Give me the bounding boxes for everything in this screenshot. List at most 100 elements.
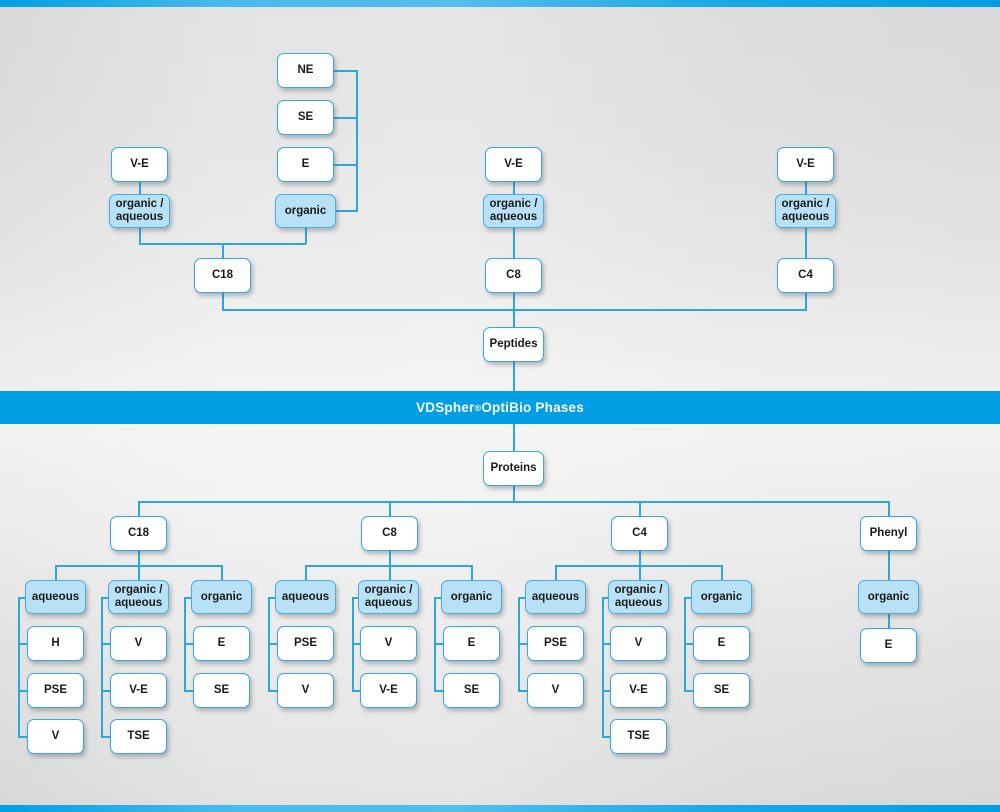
connector [352, 690, 364, 692]
connector [434, 597, 446, 599]
node-c4-peptides[interactable]: C4 [777, 258, 834, 293]
node-c8-aqueous[interactable]: aqueous [275, 580, 336, 614]
node-se[interactable]: SE [277, 100, 334, 135]
connector [18, 690, 30, 692]
bottom-accent-bar [0, 805, 1000, 812]
node-organic-aqueous-c4[interactable]: organic / aqueous [775, 194, 836, 228]
node-ve-c18[interactable]: V-E [111, 147, 168, 182]
node-c4-organic-aqueous-item[interactable]: TSE [610, 719, 667, 754]
connector [268, 690, 280, 692]
node-c8-organic-aqueous-item[interactable]: V-E [360, 673, 417, 708]
connector [389, 501, 391, 518]
connector [518, 597, 530, 599]
node-proteins-root[interactable]: Proteins [483, 451, 544, 486]
node-c18-organic-aqueous-item[interactable]: V-E [110, 673, 167, 708]
node-e[interactable]: E [277, 147, 334, 182]
node-peptides-root[interactable]: Peptides [483, 327, 544, 362]
node-c8-organic[interactable]: organic [441, 580, 502, 614]
node-c18-aqueous-item[interactable]: PSE [27, 673, 84, 708]
node-c18-aqueous-item[interactable]: V [27, 719, 84, 754]
connector [518, 643, 530, 645]
connector [805, 181, 807, 196]
connector [101, 597, 113, 599]
connector [684, 643, 696, 645]
connector [639, 550, 641, 566]
node-c18-organic-aqueous[interactable]: organic / aqueous [108, 580, 169, 614]
connector [518, 690, 530, 692]
node-c4-organic-aqueous[interactable]: organic / aqueous [608, 580, 669, 614]
connector [18, 736, 30, 738]
connector [138, 501, 889, 503]
node-c4-organic-item[interactable]: SE [693, 673, 750, 708]
node-c4-aqueous-item[interactable]: PSE [527, 626, 584, 661]
node-c18-organic-item[interactable]: SE [193, 673, 250, 708]
connector [352, 643, 364, 645]
connector [268, 643, 280, 645]
connector [101, 597, 103, 736]
connector [602, 736, 614, 738]
node-ve-c8[interactable]: V-E [485, 147, 542, 182]
node-c18-organic[interactable]: organic [191, 580, 252, 614]
connector [389, 550, 391, 566]
connector [138, 550, 140, 566]
connector [684, 597, 696, 599]
connector [602, 643, 614, 645]
connector [513, 361, 515, 392]
connector [305, 228, 307, 244]
connector [334, 70, 358, 72]
node-c18-aqueous[interactable]: aqueous [25, 580, 86, 614]
connector [334, 164, 358, 166]
connector [721, 565, 723, 581]
connector [602, 597, 604, 736]
connector [55, 565, 57, 581]
node-phenyl-proteins[interactable]: Phenyl [860, 516, 917, 551]
connector [888, 614, 890, 629]
connector [139, 181, 141, 196]
node-organic-c18[interactable]: organic [275, 194, 336, 228]
node-c8-peptides[interactable]: C8 [485, 258, 542, 293]
connector [268, 597, 280, 599]
connector [555, 565, 722, 567]
node-c18-organic-item[interactable]: E [193, 626, 250, 661]
connector [222, 243, 224, 259]
node-phenyl-organic-item[interactable]: E [860, 628, 917, 663]
node-c8-aqueous-item[interactable]: PSE [277, 626, 334, 661]
node-c18-proteins[interactable]: C18 [110, 516, 167, 551]
connector [222, 292, 224, 310]
banner-title-main: VDSpher [416, 400, 475, 415]
node-c8-organic-item[interactable]: E [443, 626, 500, 661]
node-organic-aqueous-c18[interactable]: organic / aqueous [109, 194, 170, 228]
connector [434, 643, 446, 645]
node-c4-aqueous[interactable]: aqueous [525, 580, 586, 614]
connector [513, 485, 515, 502]
node-organic-aqueous-c8[interactable]: organic / aqueous [483, 194, 544, 228]
node-c18-peptides[interactable]: C18 [194, 258, 251, 293]
node-c4-organic-aqueous-item[interactable]: V-E [610, 673, 667, 708]
connector [356, 70, 358, 212]
node-c8-organic-aqueous[interactable]: organic / aqueous [358, 580, 419, 614]
node-c8-proteins[interactable]: C8 [361, 516, 418, 551]
node-c4-organic-aqueous-item[interactable]: V [610, 626, 667, 661]
node-c18-aqueous-item[interactable]: H [27, 626, 84, 661]
node-ve-c4[interactable]: V-E [777, 147, 834, 182]
connector [184, 597, 196, 599]
node-ne[interactable]: NE [277, 53, 334, 88]
connector [888, 550, 890, 581]
connector [184, 690, 196, 692]
top-accent-bar [0, 0, 1000, 7]
node-c18-organic-aqueous-item[interactable]: TSE [110, 719, 167, 754]
node-c4-organic[interactable]: organic [691, 580, 752, 614]
node-c4-organic-item[interactable]: E [693, 626, 750, 661]
node-c8-organic-item[interactable]: SE [443, 673, 500, 708]
connector [101, 643, 113, 645]
node-phenyl-organic[interactable]: organic [858, 580, 919, 614]
node-c18-organic-aqueous-item[interactable]: V [110, 626, 167, 661]
node-c8-aqueous-item[interactable]: V [277, 673, 334, 708]
registered-trademark-icon: ® [474, 402, 482, 413]
connector [888, 501, 890, 518]
node-c8-organic-aqueous-item[interactable]: V [360, 626, 417, 661]
node-c4-aqueous-item[interactable]: V [527, 673, 584, 708]
node-c4-proteins[interactable]: C4 [611, 516, 668, 551]
connector [684, 690, 696, 692]
